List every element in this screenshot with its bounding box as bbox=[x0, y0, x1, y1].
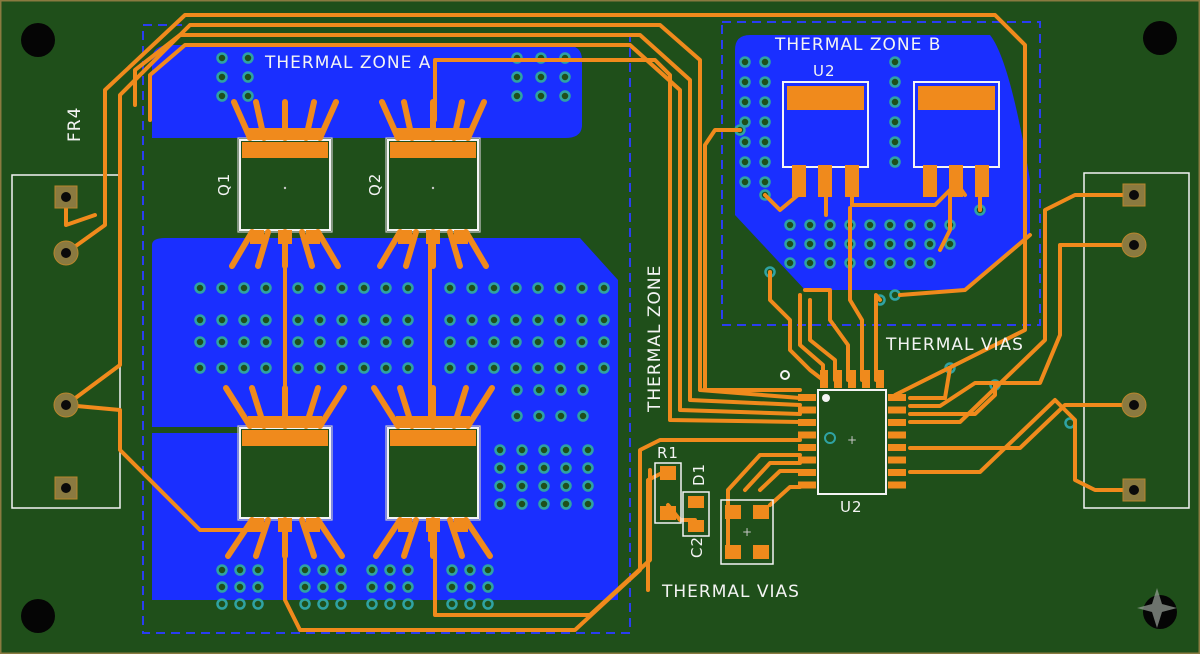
thermal-vias bbox=[194, 52, 1076, 610]
passives: + bbox=[654, 462, 774, 565]
u2-top-label: U2 bbox=[813, 62, 836, 80]
thermal-vias-label-top: THERMAL VIAS bbox=[885, 335, 1024, 355]
material-label: FR4 bbox=[65, 107, 85, 142]
q1-label: Q1 bbox=[215, 173, 233, 196]
power-transistors bbox=[223, 99, 495, 559]
ic-u2: + bbox=[780, 370, 887, 495]
ic-u2-pins bbox=[798, 370, 906, 489]
connector-pins bbox=[53, 183, 1147, 502]
right-connector bbox=[1083, 172, 1190, 509]
zone-side-label: THERMAL ZONE bbox=[645, 265, 665, 413]
c2-label: C2 bbox=[688, 536, 706, 558]
r1-label: R1 bbox=[657, 444, 679, 462]
d1-label: D1 bbox=[690, 463, 708, 486]
zone-a-label: THERMAL ZONE A bbox=[264, 53, 431, 73]
sparkle-icon bbox=[1137, 588, 1177, 628]
zone-b-label: THERMAL ZONE B bbox=[774, 35, 941, 55]
q2-label: Q2 bbox=[366, 173, 384, 196]
thermal-vias-label-bottom: THERMAL VIAS bbox=[661, 582, 800, 602]
traces bbox=[64, 13, 1136, 632]
regulator-right bbox=[913, 81, 1000, 197]
u2-label: U2 bbox=[840, 498, 863, 516]
svg-text:+: + bbox=[742, 525, 752, 539]
svg-text:+: + bbox=[847, 433, 857, 447]
mounting-holes bbox=[21, 21, 1177, 633]
regulator-left bbox=[782, 81, 869, 197]
